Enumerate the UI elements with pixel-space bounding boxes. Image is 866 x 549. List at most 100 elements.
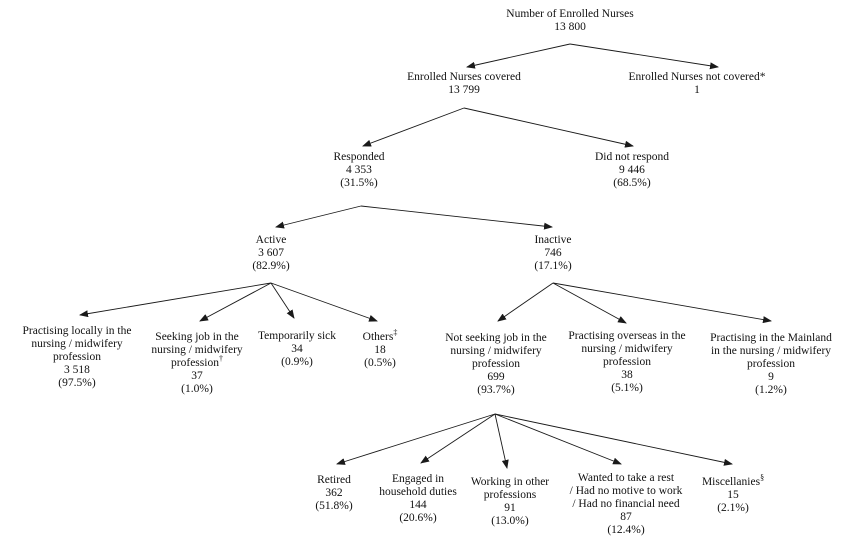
node-value: 4 353 [346,164,372,176]
edge-responded-inactive [360,205,553,230]
node-pct: (68.5%) [613,177,651,189]
node-value: 9 446 [619,164,645,176]
node-label: Inactive [534,234,572,246]
node-label: Seeking job in the [155,331,239,343]
node-label: profession† [171,354,223,369]
node-miscellanies: Miscellanies§ 15 (2.1%) [701,473,765,515]
node-label: Miscellanies§ [701,473,765,488]
double-dagger-footnote-mark: ‡ [393,328,398,338]
node-root: Number of Enrolled Nurses 13 800 [506,8,633,34]
node-label: nursing / midwifery [31,338,123,350]
edge-notseeking-rest [494,413,622,465]
node-not-seeking: Not seeking job in the nursing / midwife… [445,332,547,397]
node-label: / Had no financial need [572,498,680,510]
node-label: nursing / midwifery [450,345,542,357]
node-label: Practising overseas in the [568,330,686,342]
node-pct: (20.6%) [399,512,437,524]
node-value: 3 607 [258,247,284,259]
node-mainland: Practising in the Mainland in the nursin… [710,332,832,397]
node-label: profession [53,351,101,363]
node-pct: (17.1%) [534,260,572,272]
node-pct: (13.0%) [491,515,529,527]
node-value: 87 [620,511,632,523]
node-pct: (0.9%) [281,356,313,368]
node-value: 362 [325,487,343,499]
node-label: Active [255,234,287,246]
node-label: nursing / midwifery [151,344,243,356]
node-pct: (0.5%) [364,357,396,369]
node-label: / Had no motive to work [569,485,683,497]
node-pct: (97.5%) [58,377,96,389]
node-value: 144 [409,499,427,511]
node-covered: Enrolled Nurses covered 13 799 [407,71,521,97]
node-value: 1 [694,84,700,96]
node-label: profession [747,358,795,370]
edge-active-locally [79,282,272,318]
edge-responded-active [275,205,362,229]
node-label: profession [472,358,520,370]
edge-active-seeking [199,282,272,322]
node-pct: (12.4%) [607,524,645,536]
node-pct: (5.1%) [611,382,643,394]
node-retired: Retired 362 (51.8%) [315,474,352,513]
node-other-professions: Working in other professions 91 (13.0%) [471,476,549,528]
edge-root-notcovered [569,43,719,70]
edge-inactive-mainland [552,282,772,324]
node-value: 746 [544,247,562,259]
node-value: 15 [727,489,739,501]
node-value: 13 799 [448,84,480,96]
edge-notseeking-misc [494,413,733,466]
node-value: 9 [768,371,774,383]
edge-inactive-overseas [552,282,627,324]
node-pct: (1.0%) [181,383,213,395]
node-overseas: Practising overseas in the nursing / mid… [568,330,685,395]
node-label: Practising in the Mainland [710,332,832,344]
edge-active-others [270,282,378,322]
node-label: Temporarily sick [257,330,337,342]
node-label: Responded [333,151,385,163]
node-household-duties: Engaged in household duties 144 (20.6%) [379,473,457,525]
node-pct: (93.7%) [477,384,515,396]
node-label: Engaged in [391,473,445,485]
node-value: 91 [504,502,516,514]
node-label: Enrolled Nurses covered [407,71,521,83]
edge-notseeking-household [420,413,496,464]
node-label: nursing / midwifery [581,343,673,355]
node-pct: (2.1%) [717,502,749,514]
node-label: Practising locally in the [22,325,132,337]
node-label: Not seeking job in the [445,332,547,344]
edge-inactive-notseeking [497,282,554,322]
edge-root-covered [466,43,571,69]
node-label: Working in other [470,476,550,488]
node-value: 3 518 [64,364,90,376]
node-label: household duties [379,486,457,498]
edge-covered-didnot [463,107,634,148]
node-pct: (51.8%) [315,500,353,512]
node-label: profession [603,356,651,368]
node-label: Retired [317,474,351,486]
section-footnote-mark: § [760,473,765,483]
node-active: Active 3 607 (82.9%) [252,234,289,273]
node-not-covered: Enrolled Nurses not covered* 1 [628,71,765,97]
node-responded: Responded 4 353 (31.5%) [333,151,384,190]
edge-notseeking-retired [336,413,496,465]
node-label: in the nursing / midwifery [710,345,832,357]
edge-active-sick [270,282,295,319]
node-others: Others‡ 18 (0.5%) [362,328,398,370]
node-label: professions [483,489,537,501]
node-practising-locally: Practising locally in the nursing / midw… [23,325,132,390]
edge-covered-responded [362,107,465,147]
node-inactive: Inactive 746 (17.1%) [534,234,571,273]
node-label: Did not respond [594,151,670,163]
node-pct: (82.9%) [252,260,290,272]
node-value: 34 [291,343,303,355]
node-did-not-respond: Did not respond 9 446 (68.5%) [595,151,669,190]
node-value: 13 800 [554,21,586,33]
node-label: Others‡ [362,328,398,343]
node-temporarily-sick: Temporarily sick 34 (0.9%) [258,330,336,369]
node-value: 699 [487,371,505,383]
node-value: 38 [621,369,633,381]
edge-notseeking-otherprof [494,413,509,469]
